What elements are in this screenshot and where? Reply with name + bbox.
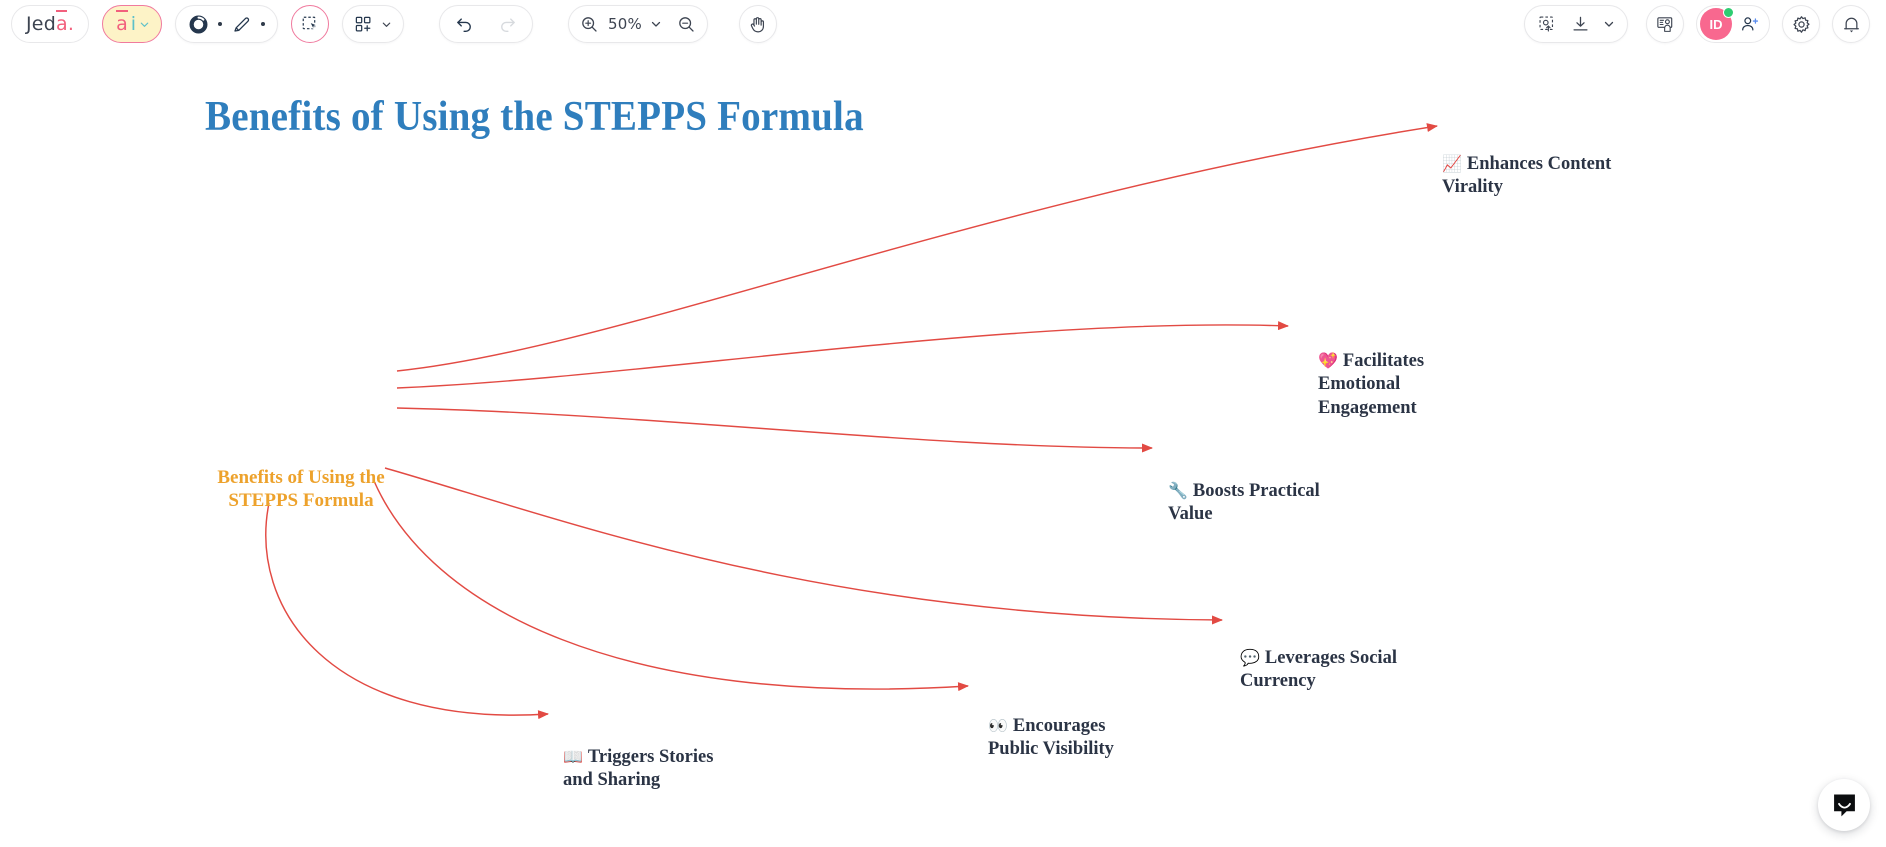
edge-to-leverages-social-currency [384, 467, 1223, 625]
mindmap-node-triggers-stories-and-sharing[interactable]: 📖Triggers Stories and Sharing [563, 746, 743, 793]
speech-balloon-emoji: 💬 [1240, 648, 1260, 667]
mindmap-node-facilitates-emotional-engagement[interactable]: 💖Facilitates Emotional Engagement [1318, 350, 1458, 420]
history-group [439, 5, 533, 43]
chevron-down-icon[interactable] [381, 19, 392, 30]
undo-icon[interactable] [453, 13, 476, 36]
settings-button[interactable] [1782, 5, 1820, 43]
mindmap-node-encourages-public-visibility[interactable]: 👀Encourages Public Visibility [988, 715, 1138, 762]
templates-button[interactable] [342, 5, 404, 43]
zoom-group: 50% [568, 5, 708, 43]
add-user-icon[interactable] [1739, 14, 1760, 35]
mindmap-edges [265, 123, 1438, 720]
ai-assistant-button[interactable]: a i [102, 5, 162, 43]
toolbar-right-group: ID [1524, 5, 1886, 43]
ai-label-a: a [116, 10, 128, 35]
mindmap-root-node[interactable]: Benefits of Using the STEPPS Formula [217, 467, 385, 512]
drawing-tools-group [175, 5, 278, 43]
shape-tool-icon[interactable] [188, 14, 209, 35]
edge-to-facilitates-emotional-engagement [396, 321, 1289, 389]
present-button[interactable] [1646, 5, 1684, 43]
select-tool-button[interactable] [291, 5, 329, 43]
mindmap-node-label: Facilitates Emotional Engagement [1318, 351, 1425, 418]
mindmap-canvas[interactable]: Benefits of Using the STEPPS Formula Ben… [0, 48, 1886, 847]
edge-to-enhances-content-virality [396, 123, 1438, 372]
notifications-button[interactable] [1832, 5, 1870, 43]
logo-accent-a: a [55, 10, 68, 35]
mindmap-node-label: Boosts Practical Value [1168, 481, 1320, 525]
zoom-in-icon[interactable] [579, 14, 600, 35]
open-book-emoji: 📖 [563, 747, 583, 766]
avatar-initials: ID [1709, 16, 1723, 32]
collaborators-group: ID [1696, 5, 1770, 43]
mindmap-node-label: Triggers Stories and Sharing [563, 747, 714, 791]
chart-increasing-emoji: 📈 [1442, 154, 1462, 173]
mindmap-node-boosts-practical-value[interactable]: 🔧Boosts Practical Value [1168, 480, 1358, 527]
chat-bubble-icon [1833, 794, 1855, 816]
zoom-level-value[interactable]: 50% [608, 15, 642, 33]
mindmap-node-label: Encourages Public Visibility [988, 716, 1114, 760]
pen-color-dot[interactable] [261, 22, 265, 26]
avatar[interactable]: ID [1700, 7, 1734, 40]
online-status-dot [1723, 7, 1734, 18]
hand-tool-button[interactable] [738, 5, 777, 43]
zoom-out-icon[interactable] [676, 14, 697, 35]
support-chat-button[interactable] [1818, 779, 1870, 831]
logo-text: Jed [26, 13, 56, 35]
chevron-down-icon[interactable] [1603, 18, 1615, 30]
edge-to-encourages-public-visibility [373, 480, 969, 692]
sparkling-heart-emoji: 💖 [1318, 351, 1338, 370]
edge-to-triggers-stories-and-sharing [265, 502, 549, 720]
ai-label-i: i [130, 13, 136, 35]
screenshot-icon[interactable] [1537, 14, 1558, 35]
download-icon[interactable] [1570, 14, 1591, 35]
logo-dot: . [67, 13, 75, 35]
export-group [1524, 5, 1628, 43]
mindmap-node-label: Enhances Content Virality [1442, 154, 1612, 198]
shape-color-dot[interactable] [218, 22, 222, 26]
mindmap-node-leverages-social-currency[interactable]: 💬Leverages Social Currency [1240, 647, 1440, 694]
mindmap-node-enhances-content-virality[interactable]: 📈Enhances Content Virality [1442, 153, 1657, 200]
redo-icon[interactable] [496, 13, 519, 36]
mindmap-node-label: Leverages Social Currency [1240, 648, 1397, 692]
pen-tool-icon[interactable] [231, 14, 252, 35]
wrench-emoji: 🔧 [1168, 481, 1188, 500]
chevron-down-icon[interactable] [139, 19, 150, 30]
eyes-emoji: 👀 [988, 716, 1008, 735]
page-title[interactable]: Benefits of Using the STEPPS Formula [205, 94, 864, 140]
chevron-down-icon[interactable] [650, 18, 662, 30]
edge-to-boosts-practical-value [396, 407, 1153, 453]
